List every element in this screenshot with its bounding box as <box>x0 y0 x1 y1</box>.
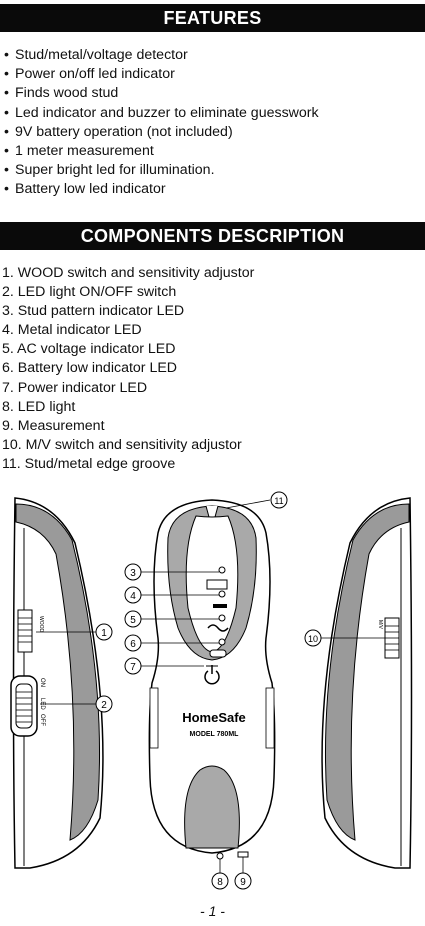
off-label: OFF <box>39 714 45 726</box>
callout-1: 1 <box>101 628 107 639</box>
callout-4: 4 <box>130 591 136 602</box>
component-item: 4. Metal indicator LED <box>2 322 142 339</box>
battery-icon <box>209 649 227 658</box>
brand-logo: HomeSafe <box>182 710 246 725</box>
component-item: 3. Stud pattern indicator LED <box>2 303 185 320</box>
component-item: 8. LED light <box>2 398 76 415</box>
callout-2: 2 <box>101 700 107 711</box>
front-view: HomeSafe MODEL 780ML <box>148 499 276 860</box>
features-list: •Stud/metal/voltage detector •Power on/o… <box>4 46 319 200</box>
model-label: MODEL 780ML <box>190 731 240 738</box>
mv-switch-label: M/V <box>377 620 383 630</box>
component-item: 10. M/V switch and sensitivity adjustor <box>2 436 242 453</box>
left-side-view: WOOD ON LED OFF <box>10 497 104 869</box>
component-item: 1. WOOD switch and sensitivity adjustor <box>2 265 255 281</box>
callout-10: 10 <box>308 634 318 644</box>
feature-item: •Battery low led indicator <box>4 181 166 198</box>
feature-item: •Stud/metal/voltage detector <box>4 47 188 63</box>
on-label: ON <box>39 678 45 687</box>
component-item: 5. AC voltage indicator LED <box>2 341 176 358</box>
page-number: - 1 - <box>200 903 225 919</box>
components-heading: COMPONENTS DESCRIPTION <box>0 222 425 250</box>
callout-3: 3 <box>130 568 136 579</box>
component-item: 6. Battery low indicator LED <box>2 360 178 377</box>
measurement-sensor-icon <box>237 851 249 858</box>
callout-9: 9 <box>240 877 246 888</box>
component-item: 2. LED light ON/OFF switch <box>2 284 177 301</box>
device-diagram: WOOD ON LED OFF HomeSafe MODEL 780ML <box>10 491 413 890</box>
callout-7: 7 <box>130 662 136 673</box>
feature-item: •Led indicator and buzzer to eliminate g… <box>4 104 319 121</box>
power-icon <box>204 670 220 685</box>
component-item: 7. Power indicator LED <box>2 379 148 396</box>
features-heading: FEATURES <box>0 4 425 32</box>
metal-icon <box>213 604 227 608</box>
feature-item: •1 meter measurement <box>4 143 154 160</box>
callout-8: 8 <box>217 877 223 888</box>
led-light-icon <box>216 852 224 860</box>
callout-6: 6 <box>130 639 136 650</box>
right-side-view: M/V <box>321 497 413 869</box>
callout-11: 11 <box>274 496 283 506</box>
feature-item: •Power on/off led indicator <box>4 66 175 83</box>
component-item: 11. Stud/metal edge groove <box>2 455 176 472</box>
feature-item: •9V battery operation (not included) <box>4 123 233 140</box>
callout-5: 5 <box>130 615 136 626</box>
ac-voltage-icon <box>207 624 229 632</box>
feature-item: •Super bright led for illumination. <box>4 162 215 179</box>
component-item: 9. Measurement <box>2 417 105 434</box>
feature-item: •Finds wood stud <box>4 85 119 102</box>
wood-switch-label: WOOD <box>38 616 44 632</box>
components-list: 1. WOOD switch and sensitivity adjustor … <box>2 264 254 474</box>
stud-pattern-icon <box>206 579 228 590</box>
